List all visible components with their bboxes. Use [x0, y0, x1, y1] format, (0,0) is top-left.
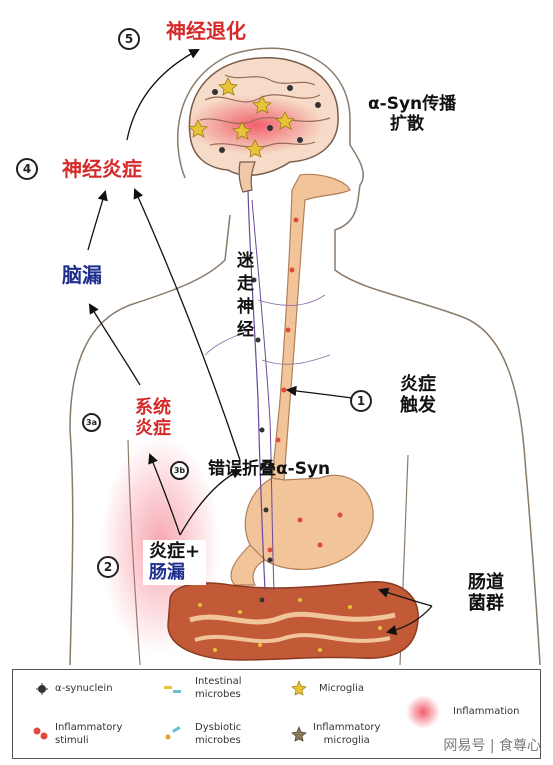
vagus-nerve — [247, 189, 266, 591]
step-3b-marker: 3b — [170, 461, 189, 480]
label-vagus-4: 经 — [237, 319, 254, 340]
pathway-arrows — [87, 49, 433, 636]
label-systemic-line1: 系统 — [135, 397, 171, 418]
duodenum — [230, 544, 267, 586]
step-1-marker: 1 — [350, 390, 372, 412]
body-outline — [69, 47, 541, 666]
label-asyn-spread-line1: α-Syn传播 — [368, 94, 457, 114]
label-vagus-1: 迷 — [237, 251, 254, 271]
legend-intestinal-line1: Intestinal — [195, 676, 242, 687]
watermark: 网易号 | 食尊心 — [443, 738, 541, 754]
legend-infl-microglia-line2: microglia — [323, 734, 370, 746]
inflammatory-stimuli-legend-icon — [33, 727, 48, 740]
legend-infl-microglia-line1: Inflammatory — [313, 722, 381, 733]
legend-intestinal-microbes: Intestinal microbes — [195, 676, 242, 701]
legend-dysbiotic-line1: Dysbiotic — [195, 722, 242, 733]
label-asyn-spread-line2: 扩散 — [390, 113, 424, 134]
step-5-marker: 5 — [118, 28, 140, 50]
legend-microglia: Microglia — [319, 683, 364, 694]
stomach — [244, 474, 374, 571]
label-brain-leak: 脑漏 — [62, 263, 102, 287]
legend-inflammatory-stimuli: Inflammatory stimuli — [55, 722, 122, 747]
label-flora-line2: 菌群 — [468, 592, 504, 614]
label-vagus-2: 走 — [237, 273, 254, 294]
label-neuroinflammation: 神经炎症 — [62, 157, 142, 181]
label-systemic-inflammation: 系统 炎症 — [135, 397, 171, 439]
esophagus — [271, 173, 351, 481]
label-flora-line1: 肠道 — [468, 572, 504, 593]
legend-stimuli-line2: stimuli — [55, 734, 89, 746]
label-gut-inflam-line2: 肠漏 — [149, 561, 185, 583]
label-inflammation-trigger: 炎症 触发 — [400, 374, 436, 416]
step-4-marker: 4 — [16, 158, 38, 180]
legend-dysbiotic-line2: microbes — [195, 734, 241, 746]
legend-dysbiotic-microbes: Dysbiotic microbes — [195, 722, 241, 747]
inflammatory-microglia-legend-icon — [291, 726, 307, 742]
brain-asyn-dots — [212, 85, 321, 153]
label-misfolded-asyn: 错误折叠α-Syn — [208, 459, 331, 479]
label-trigger-line1: 炎症 — [400, 374, 436, 395]
nerve-asyn — [251, 277, 273, 603]
label-systemic-line2: 炎症 — [135, 417, 171, 439]
label-asyn-spread: α-Syn传播 扩散 — [368, 94, 457, 134]
label-gut-inflam-line1: 炎症+ — [149, 541, 201, 562]
brain-microglia — [188, 77, 295, 158]
intestines — [167, 581, 419, 661]
gut-microbes — [198, 598, 382, 652]
asyn-legend-icon — [36, 683, 48, 695]
dysbiotic-microbes-legend-icon — [165, 726, 181, 740]
label-vagus-nerve: 迷 走 神 经 — [237, 250, 254, 342]
label-neurodegeneration: 神经退化 — [166, 19, 246, 43]
inflammation-legend-icon — [406, 695, 440, 729]
legend-inflammatory-microglia: Inflammatory microglia — [313, 722, 380, 747]
legend-stimuli-line1: Inflammatory — [55, 722, 123, 733]
label-gut-flora: 肠道 菌群 — [468, 572, 504, 614]
gut-inflam-stimuli — [267, 217, 343, 553]
brainstem — [238, 161, 256, 193]
step-2-marker: 2 — [97, 556, 119, 578]
legend-inflammation: Inflammation — [453, 706, 520, 717]
label-trigger-line2: 触发 — [400, 394, 436, 416]
brain-inflammation — [185, 95, 325, 155]
step-3a-marker: 3a — [82, 413, 101, 432]
microglia-legend-icon — [291, 680, 307, 696]
legend-intestinal-line2: microbes — [195, 688, 241, 700]
legend-box: α-synuclein Intestinal microbes Microgli… — [12, 669, 541, 759]
intestinal-microbes-legend-icon — [164, 686, 181, 693]
legend-asyn: α-synuclein — [55, 683, 113, 694]
label-vagus-3: 神 — [237, 296, 254, 317]
label-gut-inflammation: 炎症+ 肠漏 — [143, 540, 207, 586]
